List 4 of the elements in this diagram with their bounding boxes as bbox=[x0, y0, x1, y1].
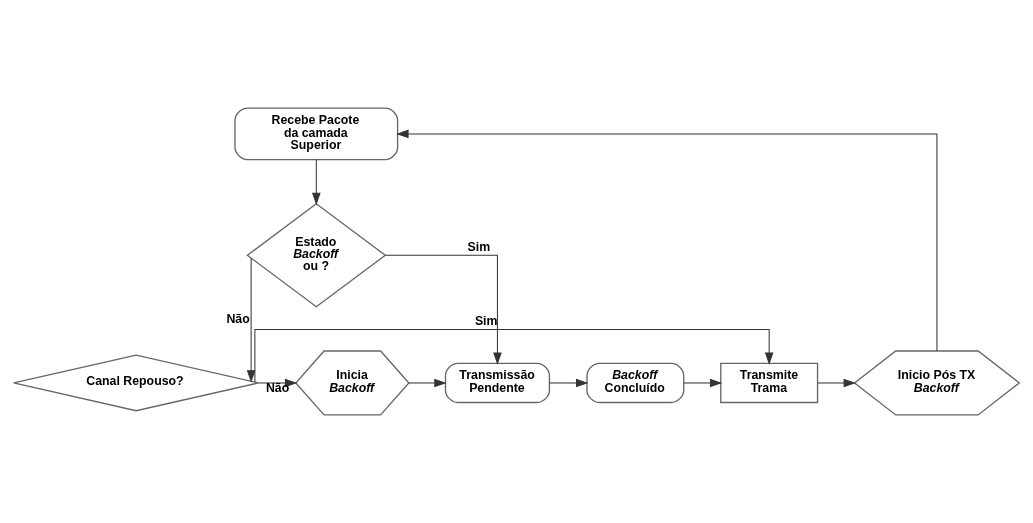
edge-label: Sim bbox=[474, 313, 498, 328]
edge-label: Sim bbox=[467, 239, 491, 254]
edge-label: Não bbox=[265, 380, 290, 395]
edge-label: Não bbox=[226, 312, 250, 327]
